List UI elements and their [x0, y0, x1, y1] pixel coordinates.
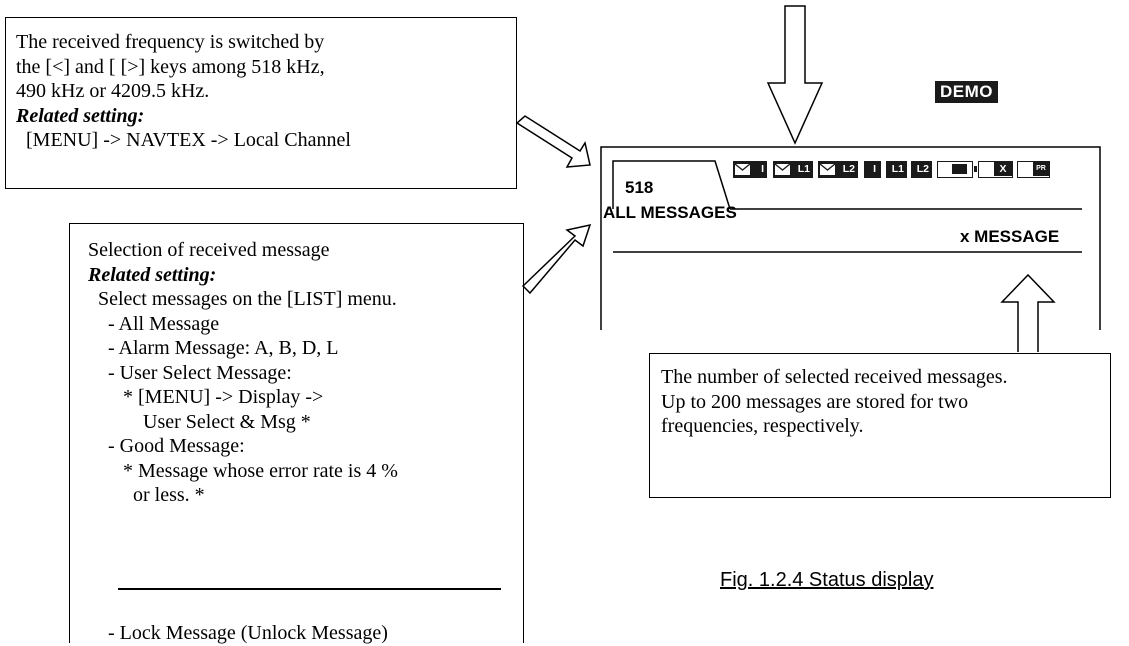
message-filter-label: ALL MESSAGES: [603, 203, 737, 222]
text-line: - Good Message:: [88, 435, 245, 457]
up-arrow-icon: [1000, 273, 1056, 352]
frequency-callout: The received frequency is switched by th…: [5, 17, 517, 189]
text-line: - User Select Message:: [88, 361, 292, 384]
battery-icon: [937, 161, 977, 178]
setting-path: [MENU] -> NAVTEX -> Local Channel: [16, 129, 351, 151]
printer-icon: PR: [1017, 161, 1050, 178]
status-screen-frame: [600, 146, 1101, 330]
x-icon: X: [978, 161, 1013, 178]
text-line: frequencies, respectively.: [661, 415, 864, 437]
mail-l1-icon: L1: [773, 161, 813, 178]
text-line: - Alarm Message: A, B, D, L: [88, 337, 339, 359]
text-line: Up to 200 messages are stored for two: [661, 390, 969, 413]
text-line: User Select & Msg *: [88, 410, 311, 433]
diagonal-arrow-icon: [521, 223, 592, 295]
text-line: The received frequency is switched by: [16, 31, 325, 53]
message-count-callout: The number of selected received messages…: [649, 353, 1111, 498]
callout-title: Selection of received message: [88, 239, 330, 261]
text-line: - All Message: [88, 312, 220, 335]
text-line: the [<] and [ [>] keys among 518 kHz,: [16, 55, 325, 78]
down-arrow-icon: [766, 5, 824, 145]
text-line: 490 kHz or 4209.5 kHz.: [16, 80, 210, 102]
divider: [118, 588, 501, 590]
text-line: or less. *: [88, 484, 205, 506]
text-line: Select messages on the [LIST] menu.: [88, 288, 397, 310]
l1-icon: L1: [886, 161, 907, 178]
selection-callout: Selection of received message Related se…: [69, 223, 524, 644]
text-line: * Message whose error rate is 4 %: [88, 459, 398, 482]
l2-icon: L2: [911, 161, 932, 178]
text-line: The number of selected received messages…: [661, 366, 1008, 388]
diagonal-arrow-icon: [515, 115, 591, 168]
related-setting-label: Related setting:: [88, 263, 217, 286]
related-setting-label: Related setting:: [16, 104, 145, 127]
message-count-label: x MESSAGE: [960, 227, 1060, 246]
mail-l2-icon: L2: [818, 161, 858, 178]
demo-badge: DEMO: [935, 81, 998, 103]
text-line: * [MENU] -> Display ->: [88, 386, 324, 408]
i-icon: I: [864, 161, 881, 178]
frequency-readout: 518: [625, 178, 654, 197]
figure-caption: Fig. 1.2.4 Status display: [720, 569, 934, 591]
mail-i-icon: I: [733, 161, 767, 178]
